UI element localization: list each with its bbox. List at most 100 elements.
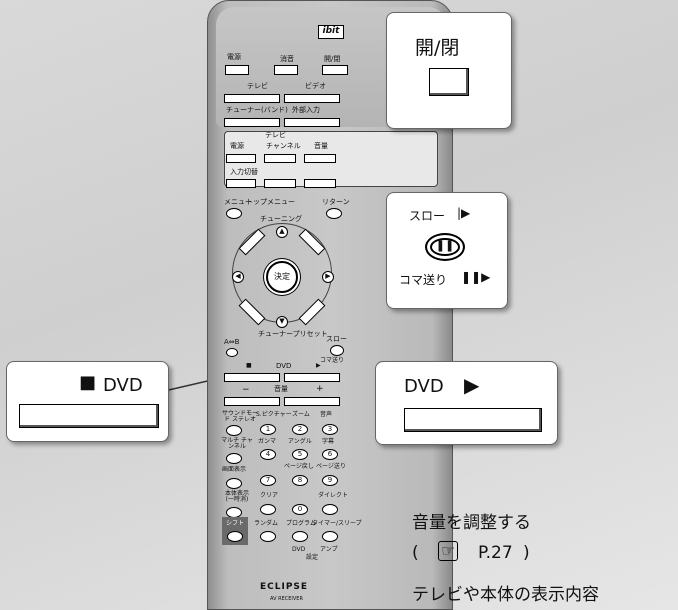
shift-button[interactable] xyxy=(227,531,243,542)
return-label: リターン xyxy=(322,198,350,206)
video-label: ビデオ xyxy=(305,82,326,90)
callout-stop-dvd-label: DVD xyxy=(103,375,143,396)
num-5-button[interactable]: 5 xyxy=(292,449,308,460)
gamma-label: ガンマ xyxy=(258,438,277,445)
external-input-button[interactable] xyxy=(284,118,340,127)
return-button[interactable] xyxy=(326,208,342,219)
num-7-button[interactable]: 7 xyxy=(260,475,276,486)
volume-down-button[interactable] xyxy=(224,397,280,406)
callout-open-close: 開/閉 xyxy=(386,12,512,129)
tuning-label: チューニング xyxy=(260,215,302,223)
angle-label: アングル xyxy=(288,438,312,445)
page-ref-text[interactable]: P.27 xyxy=(478,543,513,563)
num-2-button[interactable]: 2 xyxy=(292,424,308,435)
ab-label: A⇔B xyxy=(224,338,240,346)
callout-slow-frame: スロー |▶ ❚❚ コマ送り ❚❚▶ xyxy=(386,192,508,309)
callout-frame-label: コマ送り xyxy=(399,273,448,287)
tv-volume-down-button[interactable] xyxy=(304,179,336,188)
num-8-button[interactable]: 8 xyxy=(292,475,308,486)
multi-channel-label: マルチ チャンネル xyxy=(221,437,253,450)
pageback-label: ページ戻し xyxy=(284,463,314,470)
num-1-button[interactable]: 1 xyxy=(260,424,276,435)
tv-power-label: 電源 xyxy=(230,142,244,150)
clear-label: クリア xyxy=(260,492,279,499)
mainunit-label: 本体表示 (一時消) xyxy=(224,490,249,503)
direct-label: ダイレクト xyxy=(318,492,349,499)
tv-volume-up-button[interactable] xyxy=(304,154,336,163)
model-label: AV RECEIVER xyxy=(270,596,303,602)
surround-button[interactable] xyxy=(226,425,242,436)
tv-channel-down-button[interactable] xyxy=(264,179,296,188)
right-arrow-button[interactable]: ▶ xyxy=(322,271,334,283)
openclose-label: 開/閉 xyxy=(324,55,341,63)
multi-channel-button[interactable] xyxy=(226,453,242,464)
mute-label: 消音 xyxy=(280,55,294,63)
timer-button[interactable] xyxy=(322,531,338,542)
up-arrow-button[interactable]: ▲ xyxy=(276,226,288,238)
tv-channel-up-button[interactable] xyxy=(264,154,296,163)
direct-button[interactable] xyxy=(322,504,338,515)
page-ref-close-paren: ) xyxy=(523,543,530,563)
volume-adjust-heading: 音量を調整する xyxy=(412,513,531,533)
topmenu-label: トップメニュー xyxy=(246,198,295,206)
mute-button[interactable] xyxy=(274,65,298,75)
timer-label: タイマー/スリープ xyxy=(312,520,362,527)
num-4-button[interactable]: 4 xyxy=(260,449,276,460)
volume-plus-icon: + xyxy=(316,384,324,394)
ibit-logo: ibit xyxy=(318,25,344,39)
amp-label: アンプ xyxy=(320,546,338,553)
spicture-label: S.ピクチャー xyxy=(256,411,292,418)
callout-play-dvd: DVD ▶ xyxy=(375,361,558,445)
display-label: 画面表示 xyxy=(222,466,247,473)
program-button[interactable] xyxy=(292,531,308,542)
num-0-button[interactable]: 0 xyxy=(292,504,308,515)
menu-button[interactable] xyxy=(226,208,242,219)
dvd-stop-button[interactable] xyxy=(224,373,280,382)
tv-input-button[interactable] xyxy=(226,179,256,188)
num-3-button[interactable]: 3 xyxy=(322,424,338,435)
random-label: ランダム xyxy=(254,520,279,527)
audio-label: 音声 xyxy=(320,411,333,418)
dvd-play-button[interactable] xyxy=(284,373,340,382)
volume-minus-icon: − xyxy=(242,385,250,395)
tv-power-button[interactable] xyxy=(226,154,256,163)
ab-repeat-button[interactable] xyxy=(226,348,238,357)
tv-label: テレビ xyxy=(247,82,268,90)
dvd-label: DVD xyxy=(276,362,292,370)
tuner-label: チューナー(バンド) xyxy=(226,106,288,114)
openclose-button[interactable] xyxy=(322,65,348,75)
down-arrow-button[interactable]: ▼ xyxy=(276,316,288,328)
power-button[interactable] xyxy=(225,65,249,75)
subtitle-label: 字幕 xyxy=(322,438,335,445)
tv-channel-label: チャンネル xyxy=(266,142,301,150)
callout-play-dvd-label: DVD xyxy=(404,376,444,397)
frame-advance-icon: ❚❚▶ xyxy=(461,270,491,284)
pause-oval-icon: ❚❚ xyxy=(425,233,465,261)
video-button[interactable] xyxy=(284,94,340,103)
callout-open-close-button-icon xyxy=(429,68,469,96)
tuner-preset-label: チューナープリセット xyxy=(258,330,328,338)
left-arrow-button[interactable]: ◀ xyxy=(232,271,244,283)
num-6-button[interactable]: 6 xyxy=(322,449,338,460)
frame-small-label: コマ送り xyxy=(320,357,345,364)
random-button[interactable] xyxy=(260,531,276,542)
callout-play-button-icon xyxy=(404,408,542,432)
display-button[interactable] xyxy=(226,478,242,489)
surround-label: サウンドモード ステレオ xyxy=(221,410,258,423)
power-label: 電源 xyxy=(227,53,241,61)
tv-section-label: テレビ xyxy=(265,131,286,139)
setting-label: 設定 xyxy=(306,554,319,561)
menu-label: メニュー xyxy=(224,198,252,206)
tv-button[interactable] xyxy=(224,94,280,103)
reference-hand-icon: ☞ xyxy=(438,541,459,561)
num-9-button[interactable]: 9 xyxy=(322,475,338,486)
callout-stop-dvd: ■ DVD xyxy=(6,361,169,442)
shift-label: シフト xyxy=(226,520,245,527)
pagefwd-label: ページ送り xyxy=(316,463,346,470)
slow-frame-button[interactable] xyxy=(330,345,344,356)
enter-button[interactable]: 決定 xyxy=(266,261,298,293)
clear-button[interactable] xyxy=(260,504,276,515)
tuner-button[interactable] xyxy=(224,118,280,127)
callout-slow-label: スロー xyxy=(409,209,446,223)
volume-up-button[interactable] xyxy=(284,397,340,406)
